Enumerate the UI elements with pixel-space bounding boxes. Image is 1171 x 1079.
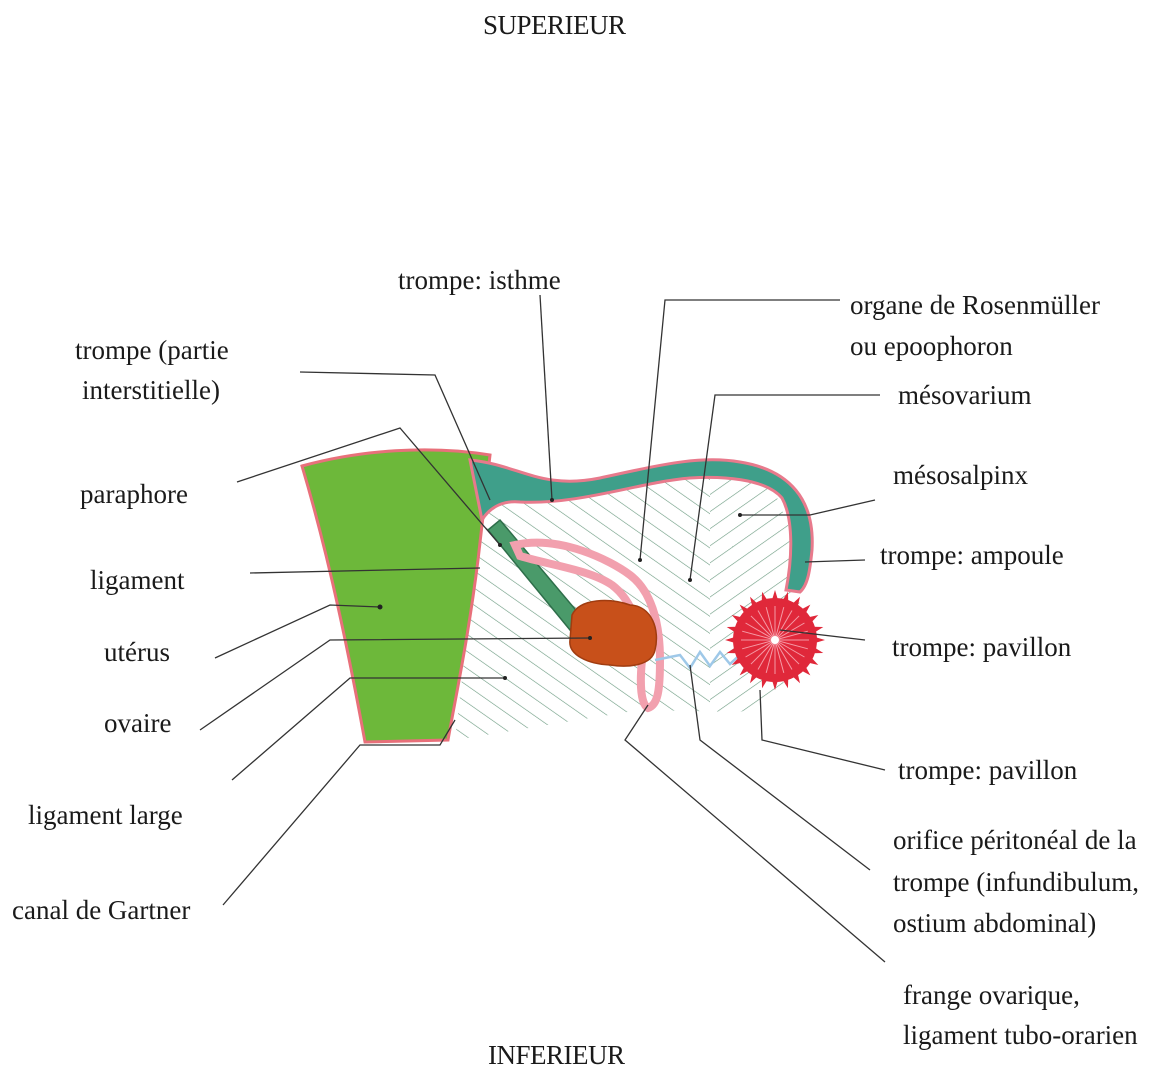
label-trompe-ampoule: trompe: ampoule bbox=[880, 535, 1064, 575]
label-orifice-line2: trompe (infundibulum, bbox=[893, 862, 1139, 902]
label-interstitielle-line2: interstitielle) bbox=[82, 370, 220, 410]
label-ligament: ligament bbox=[90, 560, 184, 600]
label-ovaire: ovaire bbox=[104, 703, 171, 743]
label-trompe-isthme: trompe: isthme bbox=[398, 260, 561, 300]
label-mesovarium: mésovarium bbox=[898, 375, 1031, 415]
label-interstitielle-line1: trompe (partie bbox=[75, 330, 229, 370]
label-orifice-line3: ostium abdominal) bbox=[893, 903, 1096, 943]
label-canal-gartner: canal de Gartner bbox=[12, 890, 190, 930]
orientation-top-label: SUPERIEUR bbox=[483, 10, 626, 41]
label-frange-line1: frange ovarique, bbox=[903, 975, 1080, 1015]
label-paraphore: paraphore bbox=[80, 474, 188, 514]
ovary bbox=[570, 601, 657, 666]
label-uterus: utérus bbox=[104, 632, 170, 672]
label-rosenmuller-line1: organe de Rosenmüller bbox=[850, 285, 1100, 325]
label-rosenmuller-line2: ou epoophoron bbox=[850, 326, 1013, 366]
label-orifice-line1: orifice péritonéal de la bbox=[893, 820, 1137, 860]
label-ligament-large: ligament large bbox=[28, 795, 183, 835]
label-mesosalpinx: mésosalpinx bbox=[893, 455, 1028, 495]
label-frange-line2: ligament tubo-orarien bbox=[903, 1015, 1138, 1055]
pavillon-fimbriae bbox=[725, 590, 825, 690]
orientation-bottom-label: INFERIEUR bbox=[488, 1040, 625, 1071]
label-trompe-pavillon-1: trompe: pavillon bbox=[892, 627, 1071, 667]
label-trompe-pavillon-2: trompe: pavillon bbox=[898, 750, 1077, 790]
